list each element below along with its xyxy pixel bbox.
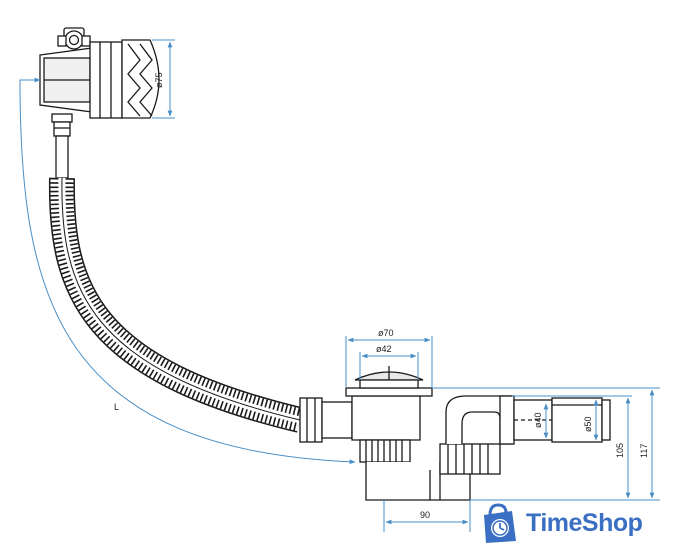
- overflow-head: [39, 27, 160, 179]
- dim-d75-label: ø75: [154, 72, 164, 88]
- dim-h105-label: 105: [615, 443, 625, 458]
- dim-h117-label: 117: [639, 444, 649, 458]
- shopping-bag-clock-icon: [484, 503, 516, 543]
- dim-d40-label: ø40: [533, 412, 543, 428]
- timeshop-logo: TimeShop: [476, 500, 676, 546]
- dim-d42-label: ø42: [376, 344, 392, 354]
- dim-d70-label: ø70: [378, 328, 394, 338]
- logo-text: TimeShop: [526, 508, 643, 537]
- dim-d50-label: ø50: [583, 416, 593, 432]
- dim-w90-label: 90: [420, 510, 430, 520]
- flexible-hose: [48, 177, 304, 433]
- dimension-lines: [19, 39, 660, 532]
- dim-length-label: L: [114, 402, 119, 412]
